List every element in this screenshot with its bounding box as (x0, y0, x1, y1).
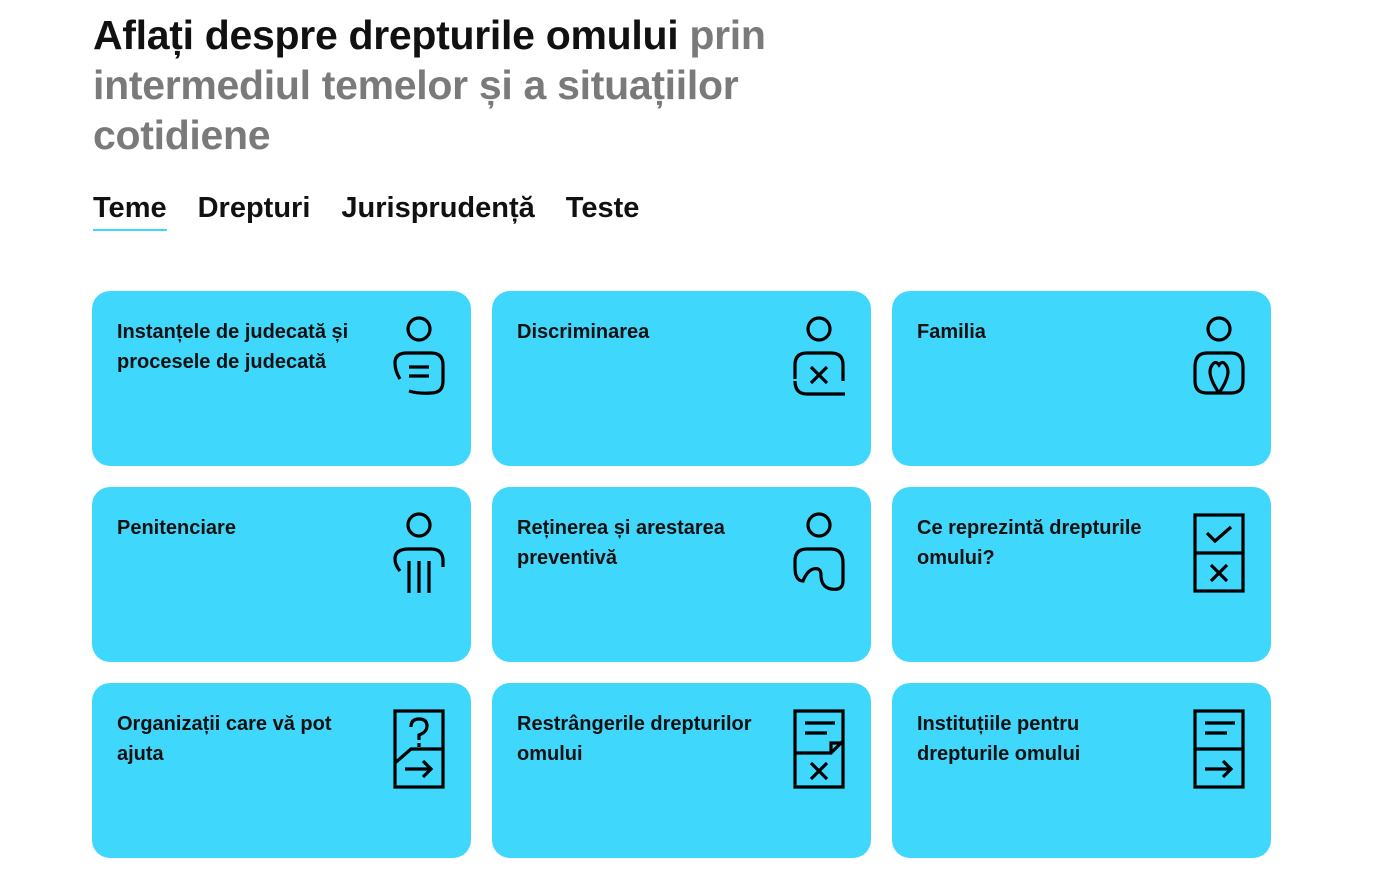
title-grey: prin intermediul temelor și a situațiilo… (93, 12, 766, 158)
topic-card-family[interactable]: Familia (892, 291, 1271, 466)
card-label: Reținerea și arestarea preventivă (517, 517, 725, 569)
topic-card-prisons[interactable]: Penitenciare (92, 487, 471, 662)
document-arrow-icon (1191, 707, 1247, 791)
topic-card-courts[interactable]: Instanțele de judecată și procesele de j… (92, 291, 471, 466)
card-label: Instanțele de judecată și procesele de j… (117, 321, 349, 373)
page-title: Aflați despre drepturile omului prin int… (93, 10, 853, 160)
tab-teste[interactable]: Teste (565, 192, 640, 224)
tab-teme[interactable]: Teme (93, 192, 167, 231)
topic-card-discrimination[interactable]: Discriminarea (492, 291, 871, 466)
person-heart-icon (1191, 315, 1247, 399)
check-cross-icon (1191, 511, 1247, 595)
card-label: Penitenciare (117, 517, 236, 539)
topics-grid: Instanțele de judecată și procesele de j… (92, 291, 1271, 858)
tab-bar: Teme Drepturi Jurisprudență Teste (93, 192, 639, 231)
card-label: Familia (917, 321, 986, 343)
topic-card-detention[interactable]: Reținerea și arestarea preventivă (492, 487, 871, 662)
card-label: Instituțiile pentru drepturile omului (917, 713, 1081, 765)
document-cross-icon (791, 707, 847, 791)
person-restrained-icon (791, 511, 847, 595)
title-dark: Aflați despre drepturile omului (93, 12, 679, 58)
tab-jurisprudenta[interactable]: Jurisprudență (341, 192, 535, 224)
tab-drepturi[interactable]: Drepturi (197, 192, 311, 224)
card-label: Organizații care vă pot ajuta (117, 713, 332, 765)
topic-card-organizations[interactable]: Organizații care vă pot ajuta (92, 683, 471, 858)
topic-card-restrictions[interactable]: Restrângerile drepturilor omului (492, 683, 871, 858)
person-bars-icon (391, 511, 447, 595)
topic-card-what-are-rights[interactable]: Ce reprezintă drepturile omului? (892, 487, 1271, 662)
card-label: Ce reprezintă drepturile omului? (917, 517, 1142, 569)
person-speech-icon (391, 315, 447, 399)
topic-card-institutions[interactable]: Instituțiile pentru drepturile omului (892, 683, 1271, 858)
question-arrow-icon (391, 707, 447, 791)
person-cross-icon (791, 315, 847, 399)
card-label: Restrângerile drepturilor omului (517, 713, 752, 765)
card-label: Discriminarea (517, 321, 650, 343)
